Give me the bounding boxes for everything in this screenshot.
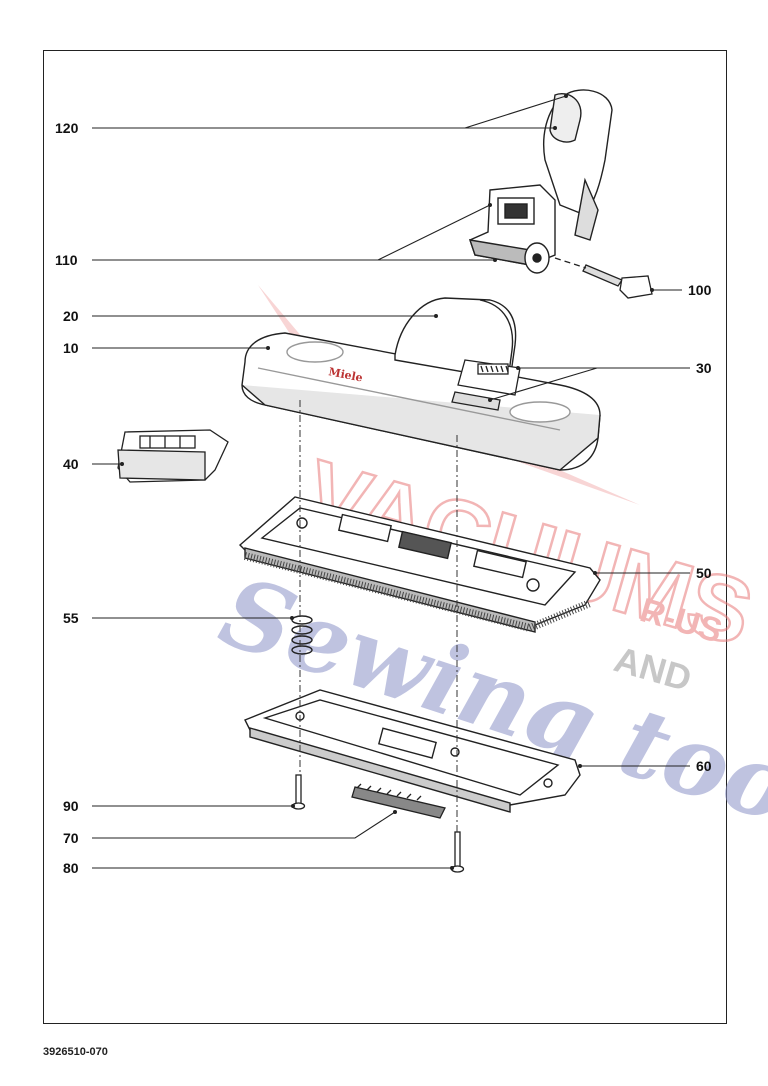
assembly-axes bbox=[299, 400, 458, 832]
part-70-strip bbox=[351, 783, 446, 819]
document-number: 3926510-070 bbox=[43, 1046, 108, 1058]
leader-dots bbox=[120, 94, 654, 870]
callout-40: 40 bbox=[63, 456, 79, 472]
part-120-swivel-neck bbox=[543, 89, 613, 241]
leader-70 bbox=[92, 811, 396, 839]
callout-55: 55 bbox=[63, 610, 79, 626]
callout-60: 60 bbox=[696, 758, 712, 774]
part-30-release-button bbox=[451, 359, 521, 411]
part-10-housing: Miele bbox=[241, 332, 601, 471]
part-20-neck-cover bbox=[394, 297, 517, 381]
callout-100: 100 bbox=[688, 282, 712, 298]
callout-90: 90 bbox=[63, 798, 79, 814]
callout-10: 10 bbox=[63, 340, 79, 356]
part-60-base-plate bbox=[244, 689, 581, 813]
callout-110: 110 bbox=[55, 252, 78, 268]
part-80-screw bbox=[450, 831, 465, 873]
callout-30: 30 bbox=[696, 360, 712, 376]
miele-logo: Miele bbox=[327, 365, 363, 384]
leader-lines bbox=[92, 95, 690, 869]
part-50-brush-plate bbox=[238, 496, 601, 633]
callout-120: 120 bbox=[55, 120, 79, 136]
callout-80: 80 bbox=[63, 860, 79, 876]
callout-50: 50 bbox=[696, 565, 712, 581]
part-90-screw bbox=[291, 774, 306, 810]
diagram-frame bbox=[43, 50, 727, 1024]
callout-labels: 120 110 100 20 10 30 40 50 55 60 90 70 8… bbox=[55, 120, 712, 876]
part-100-pin bbox=[554, 257, 653, 299]
part-40-bracket bbox=[117, 429, 229, 483]
callout-70: 70 bbox=[63, 830, 79, 846]
callout-20: 20 bbox=[63, 308, 79, 324]
